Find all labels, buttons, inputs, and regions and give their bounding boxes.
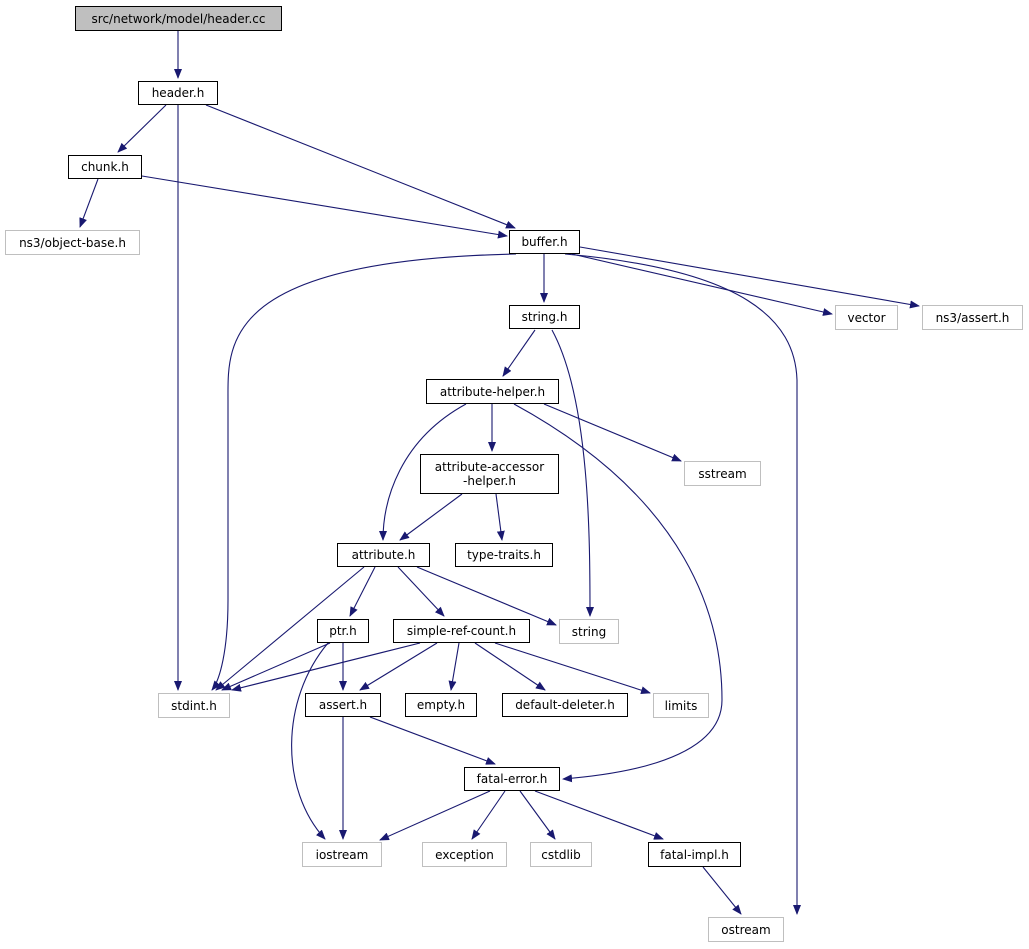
node-buffer[interactable]: buffer.h (509, 230, 580, 254)
edge-stringh-to-attrhelper (502, 329, 536, 377)
edge-layer (79, 31, 920, 915)
node-iostream: iostream (302, 842, 382, 867)
edge-fatalimpl-to-ostream (702, 866, 742, 915)
edge-chunk-to-buffer (141, 175, 508, 239)
node-ns3assert: ns3/assert.h (922, 305, 1023, 330)
edge-buffer-to-ns3assert (579, 246, 920, 309)
edge-buffer-to-vector (571, 253, 833, 316)
edge-buffer-to-stdint (211, 253, 517, 691)
edge-asserth-to-fatalerror (369, 716, 496, 765)
edge-attrhelper-to-attribute (379, 403, 467, 541)
node-fatalerror[interactable]: fatal-error.h (464, 767, 560, 791)
node-chunk[interactable]: chunk.h (68, 155, 142, 179)
node-limits: limits (653, 693, 709, 718)
node-string: string (559, 619, 619, 644)
node-exception: exception (422, 842, 507, 867)
edge-attribute-to-ptr (349, 566, 376, 617)
node-typetraits[interactable]: type-traits.h (455, 543, 553, 567)
edge-attrhelper-to-sstream (543, 403, 682, 462)
edge-attribute-to-string (416, 566, 557, 626)
edge-simpleref-to-asserth (359, 642, 438, 691)
edge-attribute-to-stdint (215, 566, 365, 691)
node-stdint: stdint.h (158, 693, 230, 718)
edge-ptr-to-stdint (221, 642, 331, 691)
edge-fatalerror-to-iostream (379, 790, 491, 841)
node-vector: vector (835, 305, 898, 330)
edge-attraccessor-to-typetraits (495, 493, 505, 541)
node-objbase: ns3/object-base.h (5, 230, 140, 255)
node-attrhelper[interactable]: attribute-helper.h (426, 379, 559, 404)
edge-header-to-chunk (117, 104, 167, 153)
node-simpleref[interactable]: simple-ref-count.h (393, 619, 530, 643)
node-root[interactable]: src/network/model/header.cc (75, 6, 282, 31)
node-empty[interactable]: empty.h (405, 693, 477, 717)
node-sstream: sstream (684, 461, 761, 486)
node-asserth[interactable]: assert.h (305, 693, 381, 717)
edge-buffer-to-ostream (564, 253, 801, 915)
edge-fatalerror-to-cstdlib (519, 790, 556, 840)
edge-attraccessor-to-attribute (399, 493, 463, 541)
edge-simpleref-to-defdel (474, 642, 546, 691)
node-ptr[interactable]: ptr.h (317, 619, 369, 643)
edge-stringh-to-string (551, 329, 594, 617)
node-cstdlib: cstdlib (530, 842, 592, 867)
edge-fatalerror-to-fatalimpl (534, 790, 664, 840)
node-stringh[interactable]: string.h (509, 305, 580, 329)
node-attraccessor[interactable]: attribute-accessor -helper.h (420, 454, 559, 494)
node-attribute[interactable]: attribute.h (337, 543, 430, 567)
node-ostream: ostream (708, 917, 784, 942)
edge-attrhelper-to-fatalerror (513, 403, 723, 783)
node-fatalimpl[interactable]: fatal-impl.h (648, 842, 741, 867)
edge-simpleref-to-empty (448, 642, 460, 691)
node-header[interactable]: header.h (138, 81, 218, 105)
edge-simpleref-to-limits (494, 642, 651, 695)
edge-fatalerror-to-exception (471, 790, 506, 840)
edge-simpleref-to-stdint (231, 642, 421, 692)
edge-header-to-buffer (205, 104, 516, 229)
node-defdel[interactable]: default-deleter.h (502, 693, 628, 717)
edge-ptr-to-iostream (291, 642, 329, 840)
edge-attribute-to-simpleref (397, 566, 445, 617)
edge-chunk-to-objbase (79, 178, 99, 228)
